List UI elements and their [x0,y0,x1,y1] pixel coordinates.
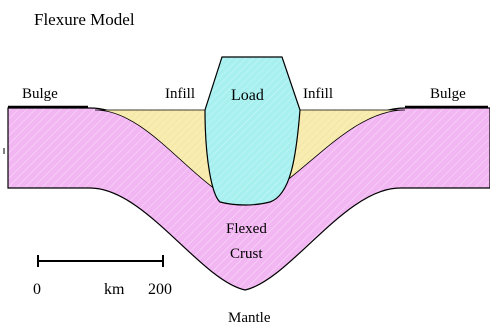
scale-bar-end: 200 [148,281,172,298]
label-bulge-right: Bulge [430,86,466,102]
scale-bar-unit: km [104,281,125,298]
scale-bar: 0 km 200 [33,255,172,298]
label-load: Load [231,87,264,104]
label-infill-right: Infill [303,86,333,102]
label-bulge-left: Bulge [22,86,58,102]
label-flexed: Flexed [226,221,267,237]
label-crust: Crust [230,246,263,262]
label-infill-left: Infill [165,86,195,102]
load-block [204,56,301,206]
scale-bar-start: 0 [33,281,41,298]
label-mantle: Mantle [228,310,271,326]
diagram-title: Flexure Model [34,10,135,29]
